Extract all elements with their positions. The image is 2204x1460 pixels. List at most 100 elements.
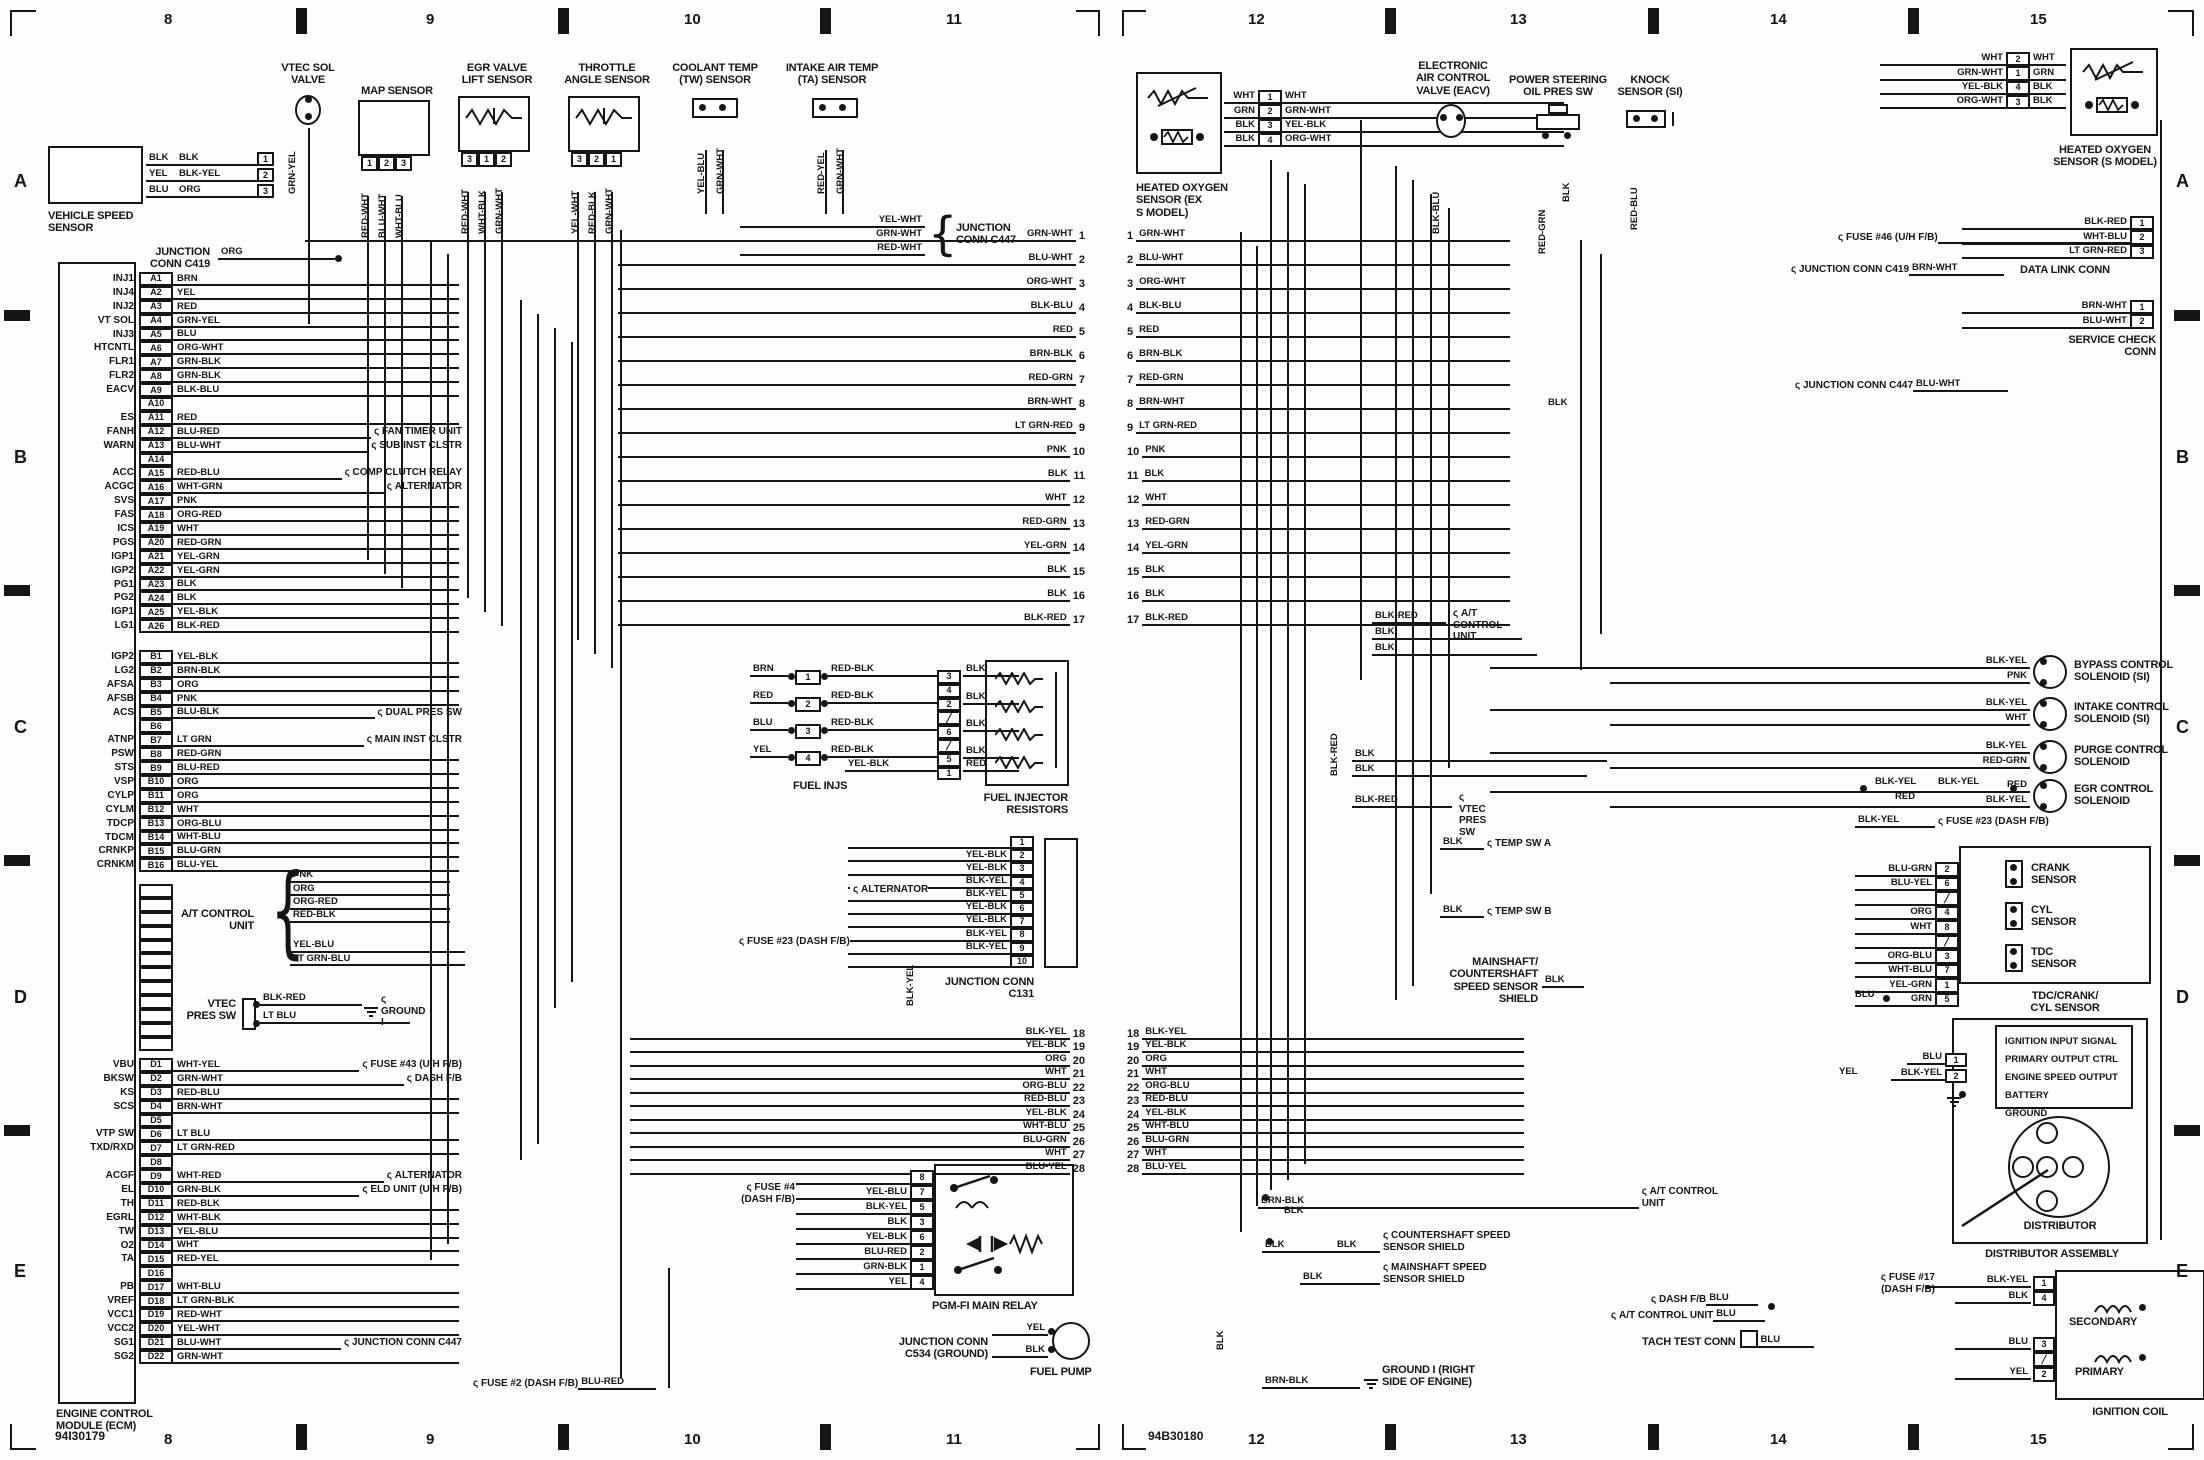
connector-dot <box>1564 132 1571 139</box>
c131-row: YEL-BLK 3 <box>848 862 1034 876</box>
pin: 3 <box>461 152 478 167</box>
wire-number: 10 <box>1072 446 1085 458</box>
ecm-signal: CRNKP <box>98 845 134 857</box>
ecm-note: JUNCTION CONN C447 <box>341 1336 462 1350</box>
ecm-signal <box>62 1114 139 1128</box>
wire-label: GRN-WHT <box>1136 228 1510 242</box>
ecm-pin: A2 <box>139 285 173 300</box>
tdc-sensor-connector <box>2005 944 2023 972</box>
wire-label: BLK-YEL <box>848 875 1010 889</box>
junction-dot <box>2139 1354 2146 1361</box>
pin: ╱ <box>1935 891 1959 906</box>
ecm-signal: ICS <box>117 523 134 535</box>
ecm-row-blank <box>62 953 173 968</box>
connector-dot <box>2040 803 2047 810</box>
ecm-pin: D13 <box>139 1224 173 1239</box>
ecm-wire: BLK <box>173 578 459 592</box>
wire-number: 22 <box>1127 1081 1140 1094</box>
ecm-signal <box>62 1266 139 1280</box>
ecm-wire: YEL <box>173 287 459 300</box>
wire-label: BLK-BLU <box>1136 300 1510 314</box>
ecm-signal: VTP SW <box>95 1128 134 1140</box>
wire-label: GRN-WHT <box>1282 105 1564 119</box>
wire-number: 27 <box>1072 1149 1085 1161</box>
wire-label: BLU <box>146 184 176 198</box>
wire-label: GRN-BLK <box>796 1261 910 1275</box>
data-link-conn-label: DATA LINK CONN <box>2020 264 2110 276</box>
solenoid-symbol <box>2033 779 2067 813</box>
ecm-wire: BLK-BLU <box>173 384 459 398</box>
ecm-signal: SCS <box>113 1100 134 1112</box>
tick <box>820 1424 831 1450</box>
grid-col: 9 <box>426 1431 435 1448</box>
grid-col: 14 <box>1770 11 1787 28</box>
heated-o2-s: WHT 2 WHT GRN-WHT 1 GRN YEL-BLK 4 BLK OR… <box>1880 48 2158 168</box>
tdc-row: BLU-YEL 6 <box>1855 876 1959 891</box>
pin: 2 <box>2130 314 2154 329</box>
ecm-wire: WHT-BLK <box>173 1212 459 1225</box>
connector-dot <box>2040 679 2047 686</box>
wire-row: 1 GRN-WHT <box>1124 218 1510 242</box>
ecm-wire: ORG <box>173 679 459 692</box>
tick <box>1672 112 1674 126</box>
wire-line <box>308 128 310 324</box>
ecm-row: TH D11 RED-BLK <box>62 1196 462 1211</box>
ecm-signal: CRNKM <box>96 859 134 871</box>
wire-label: BLK <box>1215 1330 1226 1350</box>
corner-mark <box>1098 1424 1100 1450</box>
ecm-signal: TDCM <box>105 831 134 843</box>
junction-conn-c419-right: JUNCTION CONN C419 BRN-WHT <box>1788 262 2005 276</box>
ecm-pin: D7 <box>139 1141 173 1156</box>
distributor-assembly-box <box>1952 1018 2148 1244</box>
ecm-row: LG1 A26 BLK-RED <box>62 619 462 634</box>
ecm-signal: EL <box>121 1184 134 1196</box>
wire-number: 26 <box>1127 1135 1140 1148</box>
ecm-signal: PSW <box>111 748 134 760</box>
wire-label: WHT <box>1142 1147 1524 1161</box>
wire-label: BLK <box>1372 642 1537 656</box>
wire-label: RED <box>750 690 788 704</box>
pin: 10 <box>1010 954 1034 968</box>
wire-label: BLU <box>1757 1334 1814 1348</box>
ecm-note <box>459 1322 462 1336</box>
grid-col: 12 <box>1248 1431 1265 1448</box>
solenoid-label: PURGE CONTROL SOLENOID <box>2074 744 2168 769</box>
solenoid-symbol <box>2033 740 2067 774</box>
connector-dot <box>2010 906 2017 913</box>
wire-label <box>848 847 1010 850</box>
wire-row: 21 WHT <box>1124 1066 1524 1080</box>
pin: 3 <box>1935 949 1959 964</box>
wire-label: PNK <box>1610 670 2030 684</box>
ecm-note: DASH F/B <box>404 1072 462 1086</box>
pin: 4 <box>1258 132 1282 148</box>
wire-label: GRN-WHT <box>740 228 925 242</box>
fuel-injectors: BRN 1 RED-BLK RED 2 RED-BLK BLU 3 RED-BL… <box>750 650 937 766</box>
grid-row: D <box>14 987 27 1007</box>
wire-number: 27 <box>1127 1149 1140 1161</box>
wire-label: YEL-BLK <box>1142 1039 1524 1053</box>
ecm-row: VCC2 D20 YEL-WHT <box>62 1321 462 1336</box>
connector-dot <box>788 754 795 761</box>
ecm-row: EL D10 GRN-BLK ELD UNIT (U/H F/B) <box>62 1183 462 1197</box>
heated-o2-ex-label: HEATED OXYGEN SENSOR (EX S MODEL) <box>1136 182 1228 219</box>
ecm-row: INJ4 A2 YEL <box>62 285 462 300</box>
coolant-temp-sensor-label: COOLANT TEMP (TW) SENSOR <box>672 62 758 87</box>
wire-label: YEL-GRN <box>1855 979 1935 993</box>
wire-label: BLK-YEL <box>848 941 1010 955</box>
ecm-note <box>459 550 462 564</box>
junction-dot <box>1883 995 1890 1002</box>
connector-dot <box>788 700 795 707</box>
ecm-signal: HTCNTL <box>94 342 134 354</box>
ecm-pin <box>139 953 173 968</box>
pgm-fi-main-relay-label: PGM-FI MAIN RELAY <box>932 1300 1038 1312</box>
alternator-note: ALTERNATOR <box>850 884 929 896</box>
heated-o2-ex-rows: WHT 1 WHT GRN 2 GRN-WHT BLK 3 YEL-BLK BL… <box>1224 90 1564 148</box>
wire-label: BLK <box>618 564 1070 578</box>
ecm-wire: BLU-WHT <box>173 1337 341 1350</box>
ecm-row: IGP1 A25 YEL-BLK <box>62 605 462 620</box>
corner-mark <box>10 1448 36 1450</box>
wire-number: 16 <box>1127 590 1140 602</box>
grid-col: 10 <box>684 1431 701 1448</box>
ecm-pin: A4 <box>139 313 173 328</box>
tach-test-connector <box>1739 1330 1758 1348</box>
